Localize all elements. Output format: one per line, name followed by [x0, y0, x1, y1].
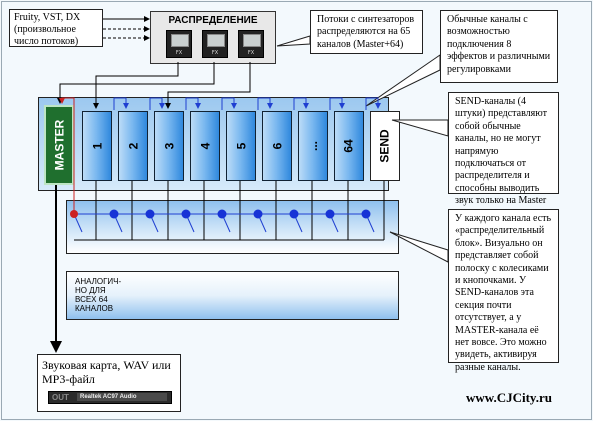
output-box: Звуковая карта, WAV или MP3-файл OUT Rea…: [37, 354, 181, 412]
output-title: Звуковая карта, WAV или MP3-файл: [42, 358, 171, 386]
source-line-1: Fruity, VST, DX: [14, 12, 81, 23]
distributor-title: РАСПРЕДЕЛЕНИЕ: [168, 15, 258, 26]
fx-slot-3: FX: [238, 30, 264, 58]
source-box: Fruity, VST, DX (произвольное число пото…: [9, 9, 103, 47]
knob-2: [145, 209, 155, 219]
callout-send-channels: SEND-каналы (4 штуки) представляют собой…: [448, 92, 559, 206]
channel-3: 3: [154, 111, 184, 181]
channel-64: 64: [334, 111, 364, 181]
knob-master: [70, 210, 78, 218]
fx-slot-2: FX: [202, 30, 228, 58]
audio-device-bar: OUT Realtek AC97 Audio: [48, 391, 172, 404]
callout-regular-channels: Обычные каналы с возможностью подключени…: [440, 10, 558, 83]
knob-6: [289, 209, 299, 219]
channel-6: 6: [262, 111, 292, 181]
knob-4: [217, 209, 227, 219]
knob-1: [109, 209, 119, 219]
fx-slot-1: FX: [166, 30, 192, 58]
knob-3: [181, 209, 191, 219]
send-channel: SEND: [370, 111, 400, 181]
channel-4: 4: [190, 111, 220, 181]
distribution-strip: [66, 200, 399, 254]
knob-64: [361, 209, 371, 219]
source-line-2: (произвольное: [14, 24, 76, 35]
channel-5: 5: [226, 111, 256, 181]
out-label: OUT: [52, 393, 69, 402]
master-channel: MASTER: [44, 105, 74, 185]
knob-ellipsis: [325, 209, 335, 219]
callout-channel-strip: У каждого канала есть «распределительный…: [448, 209, 559, 373]
watermark: www.CJCity.ru: [466, 390, 552, 405]
channel-ellipsis: ...: [298, 111, 328, 181]
callout-streams: Потоки с синтезаторов распределяются на …: [310, 10, 423, 54]
source-line-3: число потоков): [14, 36, 79, 47]
channel-1: 1: [82, 111, 112, 181]
device-select: Realtek AC97 Audio: [77, 393, 167, 401]
channel-2: 2: [118, 111, 148, 181]
knob-5: [253, 209, 263, 219]
